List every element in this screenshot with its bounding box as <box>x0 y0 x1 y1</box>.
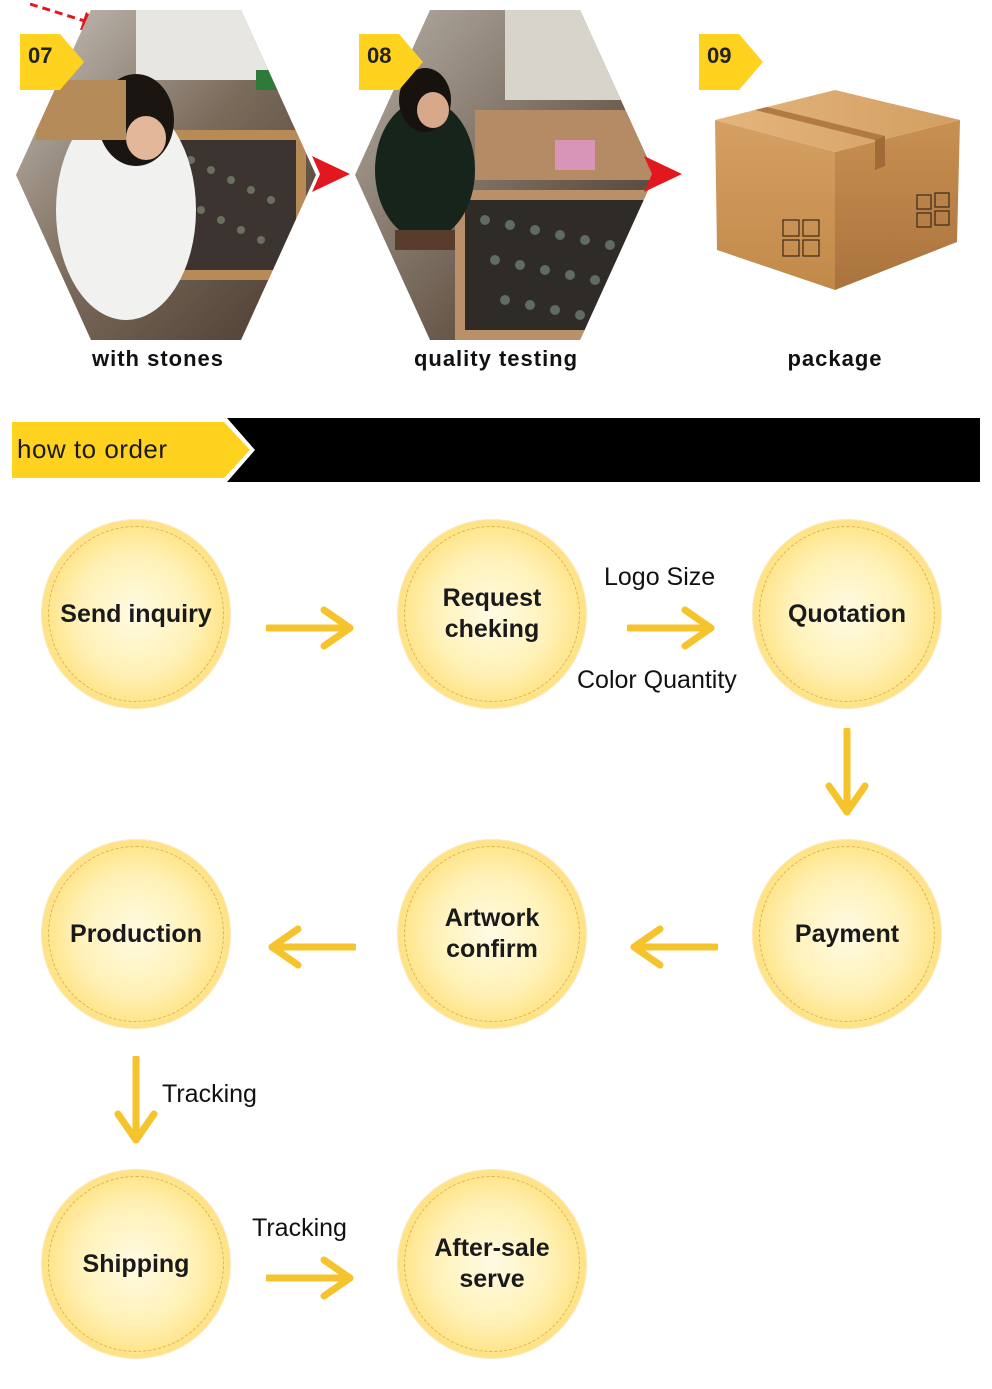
step-title: Shipping <box>82 1249 190 1278</box>
step-package: 09 <box>695 10 992 340</box>
tracking-note: Tracking <box>252 1214 347 1242</box>
arrow-right-icon <box>266 1256 354 1300</box>
shipping-step: Shipping <box>42 1170 230 1358</box>
tracking-note: Tracking <box>162 1080 257 1108</box>
step-title: Quotation <box>787 599 907 628</box>
after-sale-step: After-sale serve <box>398 1170 586 1358</box>
step-with-stones: 07 <box>16 10 316 340</box>
arrow-right-icon <box>627 606 715 650</box>
red-arrow-icon <box>644 156 682 192</box>
production-step: Production <box>42 840 230 1028</box>
step-number: 09 <box>707 43 732 68</box>
step-number-badge <box>699 34 763 90</box>
step-label: package <box>787 346 883 371</box>
step-title: Artwork confirm <box>444 904 540 963</box>
color-quantity-note: Color Quantity <box>577 666 737 694</box>
payment-step: Payment <box>753 840 941 1028</box>
step-label: quality testing <box>413 346 579 371</box>
step-quality-testing: 08 <box>355 10 655 340</box>
step-photo-package-box <box>715 90 960 290</box>
step-title: Request cheking <box>442 584 542 643</box>
arrow-left-icon <box>630 925 718 969</box>
step-number: 08 <box>367 43 392 68</box>
step-number-badge <box>20 34 84 90</box>
quotation-step: Quotation <box>753 520 941 708</box>
arrow-right-icon <box>266 606 354 650</box>
arrow-left-icon <box>268 925 356 969</box>
step-title: Production <box>70 919 202 948</box>
how-to-order-banner <box>12 418 980 482</box>
red-arrow-icon <box>312 156 350 192</box>
arrow-down-icon <box>825 728 869 816</box>
step-title: Payment <box>794 919 900 948</box>
artwork-confirm-step: Artwork confirm <box>398 840 586 1028</box>
step-title: Send inquiry <box>60 599 212 628</box>
step-label: with stones <box>91 346 224 371</box>
section-title: how to order <box>17 434 168 464</box>
step-number: 07 <box>28 43 53 68</box>
step-title: After-sale serve <box>434 1234 550 1293</box>
send-inquiry-step: Send inquiry <box>42 520 230 708</box>
step-number-badge <box>359 34 423 90</box>
step-photo-stone-setting <box>16 10 316 340</box>
logo-size-note: Logo Size <box>604 563 716 591</box>
arrow-down-icon <box>114 1056 158 1144</box>
request-checking-step: Request cheking <box>398 520 586 708</box>
